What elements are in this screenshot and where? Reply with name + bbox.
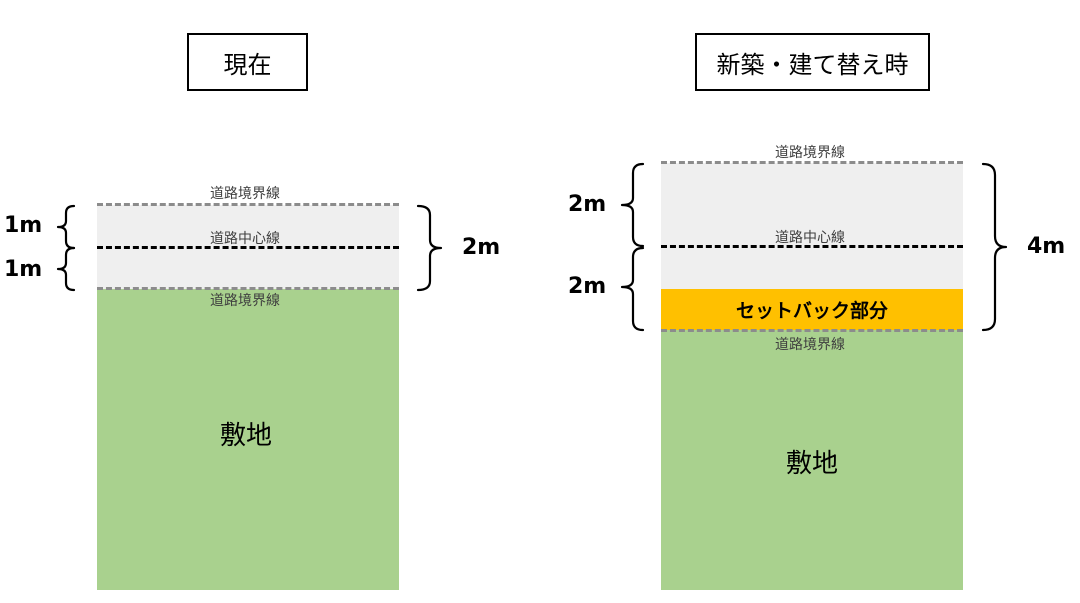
current-road-center-label: 道路中心線 (210, 231, 280, 247)
current-dim-lower-label: 1m (4, 257, 43, 282)
current-dim-upper-label: 1m (4, 213, 43, 238)
rebuild-setback-label: セットバック部分 (735, 300, 888, 322)
current-title: 現在 (223, 50, 272, 79)
rebuild-dim-lower-label: 2m (568, 274, 607, 299)
rebuild-lower-brace (620, 246, 645, 332)
rebuild-dim-upper-label: 2m (568, 192, 607, 217)
rebuild-title: 新築・建て替え時 (716, 50, 909, 79)
current-total-brace (416, 204, 443, 292)
current-site-label: 敷地 (219, 421, 273, 451)
current-title-box: 現在 (187, 33, 308, 91)
rebuild-total-brace (981, 162, 1008, 332)
current-road-boundary-bottom-label: 道路境界線 (210, 293, 280, 309)
rebuild-road-boundary-bottom-line (661, 329, 963, 332)
rebuild-road-center-line (661, 245, 963, 248)
rebuild-site-label: 敷地 (785, 449, 839, 479)
current-dim-total-label: 2m (462, 235, 501, 260)
current-site-area (97, 289, 399, 590)
current-road-boundary-bottom-line (97, 287, 399, 290)
rebuild-dim-total-label: 4m (1027, 234, 1066, 259)
rebuild-road-boundary-bottom-label: 道路境界線 (775, 337, 845, 353)
rebuild-upper-brace (620, 162, 645, 248)
current-lower-brace (56, 246, 76, 292)
current-upper-brace (56, 204, 76, 250)
rebuild-road-boundary-top-label: 道路境界線 (775, 145, 845, 161)
rebuild-road-area (661, 163, 963, 289)
current-road-boundary-top-label: 道路境界線 (210, 186, 280, 202)
rebuild-road-boundary-top-line (661, 161, 963, 164)
current-road-boundary-top-line (97, 203, 399, 206)
rebuild-setback-area: セットバック部分 (661, 289, 963, 330)
current-road-center-line (97, 246, 399, 249)
rebuild-road-center-label: 道路中心線 (775, 230, 845, 246)
rebuild-title-box: 新築・建て替え時 (695, 33, 930, 91)
rebuild-site-area (661, 330, 963, 590)
